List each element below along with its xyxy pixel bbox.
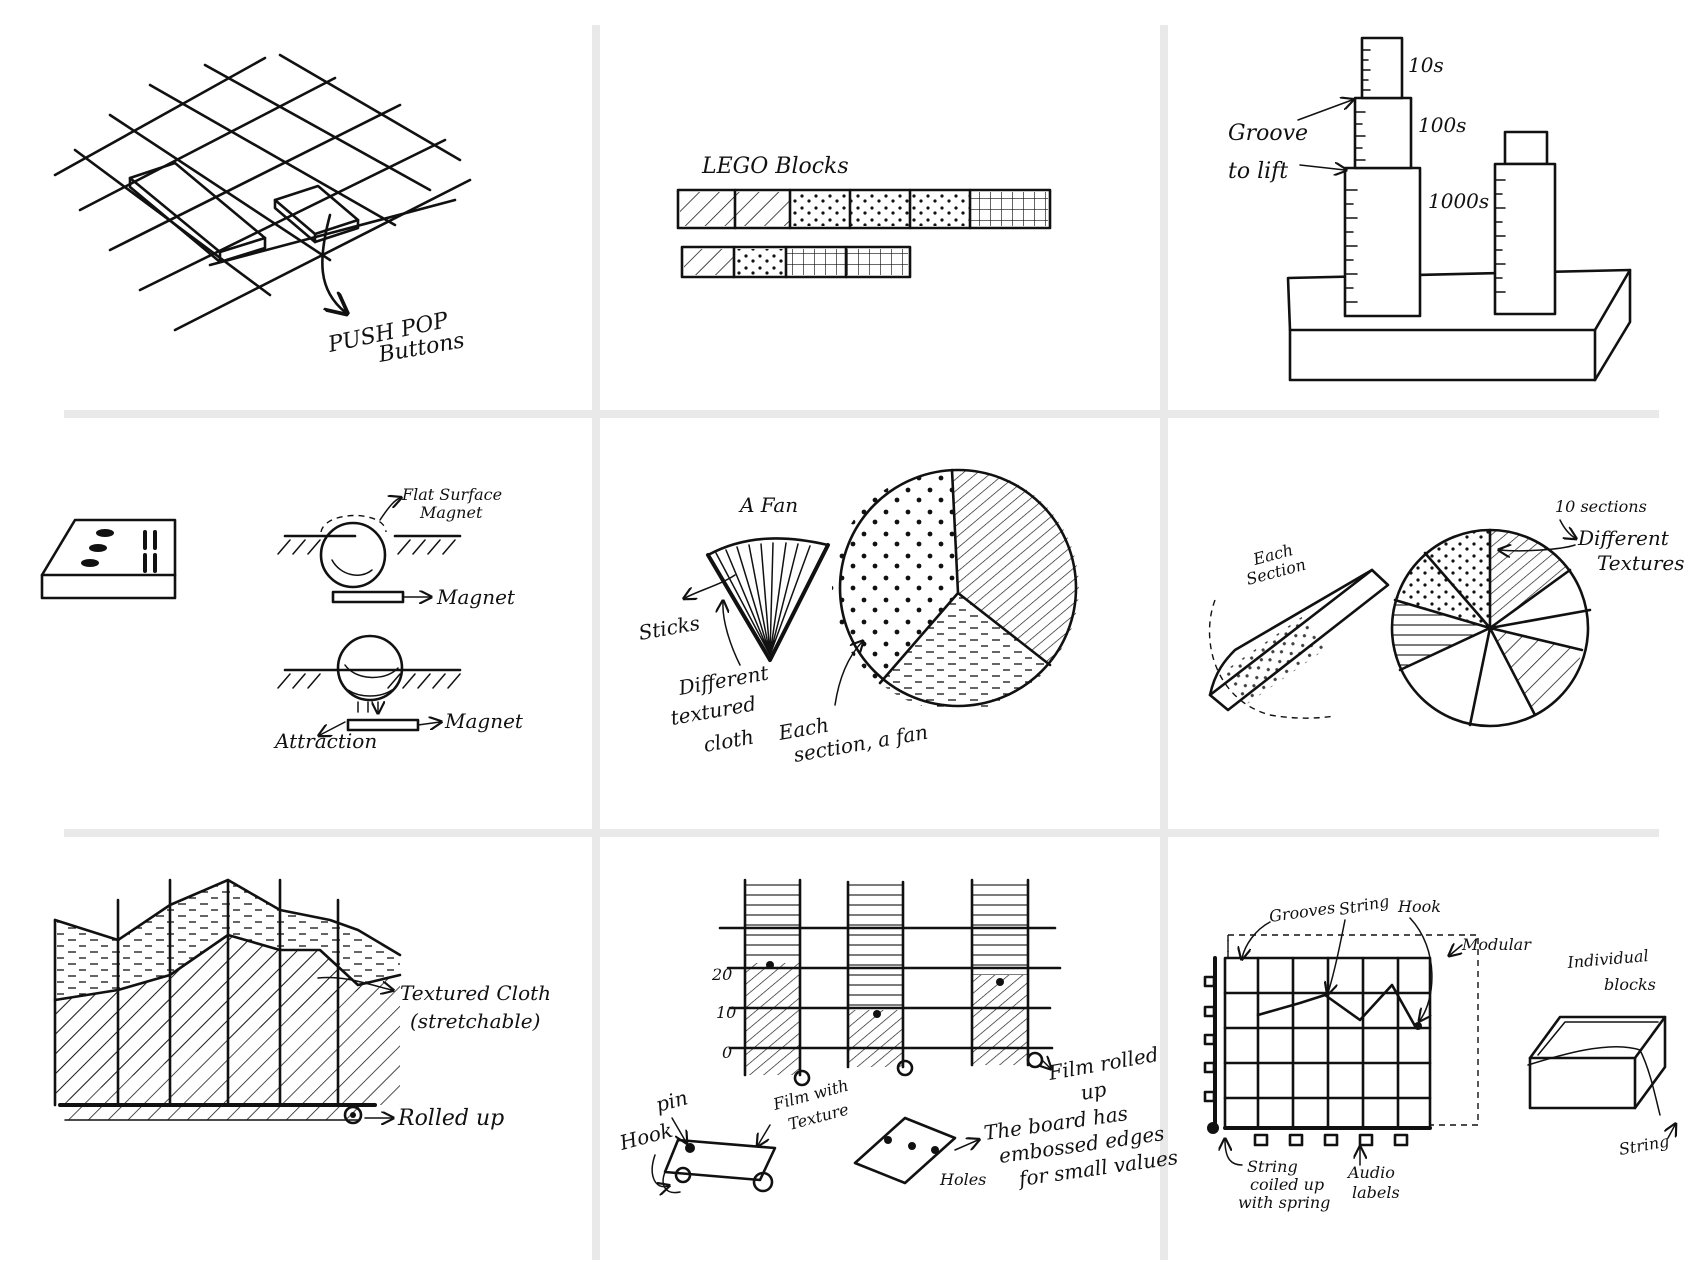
label-1000s: 1000s (1428, 189, 1489, 213)
label-100s: 100s (1418, 113, 1466, 137)
label-film-up: up (1079, 1077, 1109, 1105)
single-slice (1210, 570, 1388, 718)
sections-arrow (1560, 520, 1575, 538)
panel-film-bar-chart: 20 10 0 Film rolled up (616, 880, 1179, 1193)
pop-button-2 (275, 186, 358, 242)
grid-lines (55, 55, 470, 330)
label-magnet-b: Magnet (444, 709, 524, 733)
panel-ten-section-pie: 10 sections Different Textures Each Sect… (1210, 497, 1685, 726)
label-different: Different (676, 660, 771, 700)
label-lego-blocks: LEGO Blocks (701, 154, 849, 179)
panel-magnet-buttons: Magnet Flat Surface Magnet Magnet Attrac… (42, 485, 524, 753)
label-stretchable: (stretchable) (410, 1009, 540, 1033)
label-flat-magnet: Magnet (419, 503, 483, 522)
label-10-sections: 10 sections (1555, 497, 1647, 516)
label-sticks: Sticks (637, 611, 702, 645)
lego-bar-long (678, 190, 1050, 228)
texture-pie (832, 470, 1079, 711)
label-hook: Hook (616, 1118, 675, 1155)
label-magnet-a: Magnet (436, 585, 516, 609)
label-blocks: blocks (1604, 975, 1656, 994)
bottom-audio-buttons (1255, 1135, 1407, 1145)
divider-horizontal-top (64, 410, 1659, 418)
label-10s: 10s (1408, 53, 1444, 77)
board-grid (1215, 958, 1430, 1128)
divider-vertical-left (592, 25, 600, 1260)
film-piece (663, 1140, 775, 1193)
divider-horizontal-bottom (64, 829, 1659, 837)
bar-column-1 (745, 880, 800, 1075)
label-string-top: String (1337, 891, 1390, 919)
label-hook-top: Hook (1397, 897, 1441, 916)
left-audio-buttons (1205, 977, 1214, 1101)
label-a-fan: A Fan (738, 493, 798, 517)
label-flat-surface: Flat Surface (401, 485, 502, 504)
label-to-lift: to lift (1228, 159, 1288, 184)
panel-modular-string-board: Grooves String Hook Modular String coile… (1205, 891, 1675, 1212)
magnet-ball-bottom: Magnet Attraction (273, 636, 524, 753)
panel-stacked-cylinders: Groove to lift 10s 100s 1000s (1228, 38, 1630, 380)
label-pin: pin (653, 1085, 690, 1116)
label-grooves: Grooves (1268, 898, 1336, 926)
label-audio: Audio (1346, 1163, 1395, 1182)
magnet-ball-top: Magnet Flat Surface Magnet (278, 485, 516, 609)
label-different-textures-2: Textures (1597, 551, 1684, 575)
label-string-coiled: String (1247, 1157, 1298, 1176)
groove-arrow (1298, 100, 1352, 120)
label-y-0: 0 (722, 1043, 732, 1062)
label-y-10: 10 (716, 1003, 736, 1022)
fan (708, 538, 828, 660)
label-with-spring: with spring (1238, 1193, 1330, 1212)
label-individual: Individual (1566, 946, 1650, 972)
cylinder-100s (1355, 98, 1411, 168)
panel-push-pop-grid: PUSH POP Buttons (55, 55, 470, 368)
cloth-arrow (723, 602, 740, 665)
label-textured-cloth: Textured Cloth (400, 981, 551, 1005)
lego-bar-short (682, 247, 910, 277)
label-modular: Modular (1461, 935, 1532, 954)
individual-block (1528, 1017, 1665, 1115)
lift-arrow (1300, 165, 1345, 170)
base-block (1288, 270, 1630, 380)
label-labels: labels (1352, 1183, 1400, 1202)
panel-fan-pie: A Fan Sticks Different textured cloth Ea… (637, 470, 1079, 767)
panel-area-chart: Rolled up Textured Cloth (stretchable) (55, 880, 551, 1131)
cylinder-right (1495, 132, 1555, 314)
pop-button-1 (130, 163, 265, 262)
block-with-holes (42, 520, 175, 598)
bar-column-3 (972, 880, 1028, 1065)
ten-section-pie (1391, 530, 1590, 726)
bar-column-2 (848, 882, 903, 1067)
label-string-block: String (1617, 1131, 1670, 1159)
divider-vertical-right (1160, 25, 1168, 1260)
panel-lego-blocks: LEGO Blocks (678, 154, 1050, 277)
label-rolled-up: Rolled up (397, 1106, 504, 1131)
label-groove: Groove (1228, 121, 1308, 146)
label-attraction: Attraction (273, 729, 377, 753)
cylinder-1000s (1345, 168, 1420, 316)
label-coiled-up: coiled up (1250, 1175, 1324, 1194)
label-holes: Holes (939, 1170, 986, 1189)
label-cloth: cloth (702, 725, 756, 757)
cylinder-10s (1362, 38, 1402, 98)
label-different-textures-1: Different (1577, 526, 1670, 550)
